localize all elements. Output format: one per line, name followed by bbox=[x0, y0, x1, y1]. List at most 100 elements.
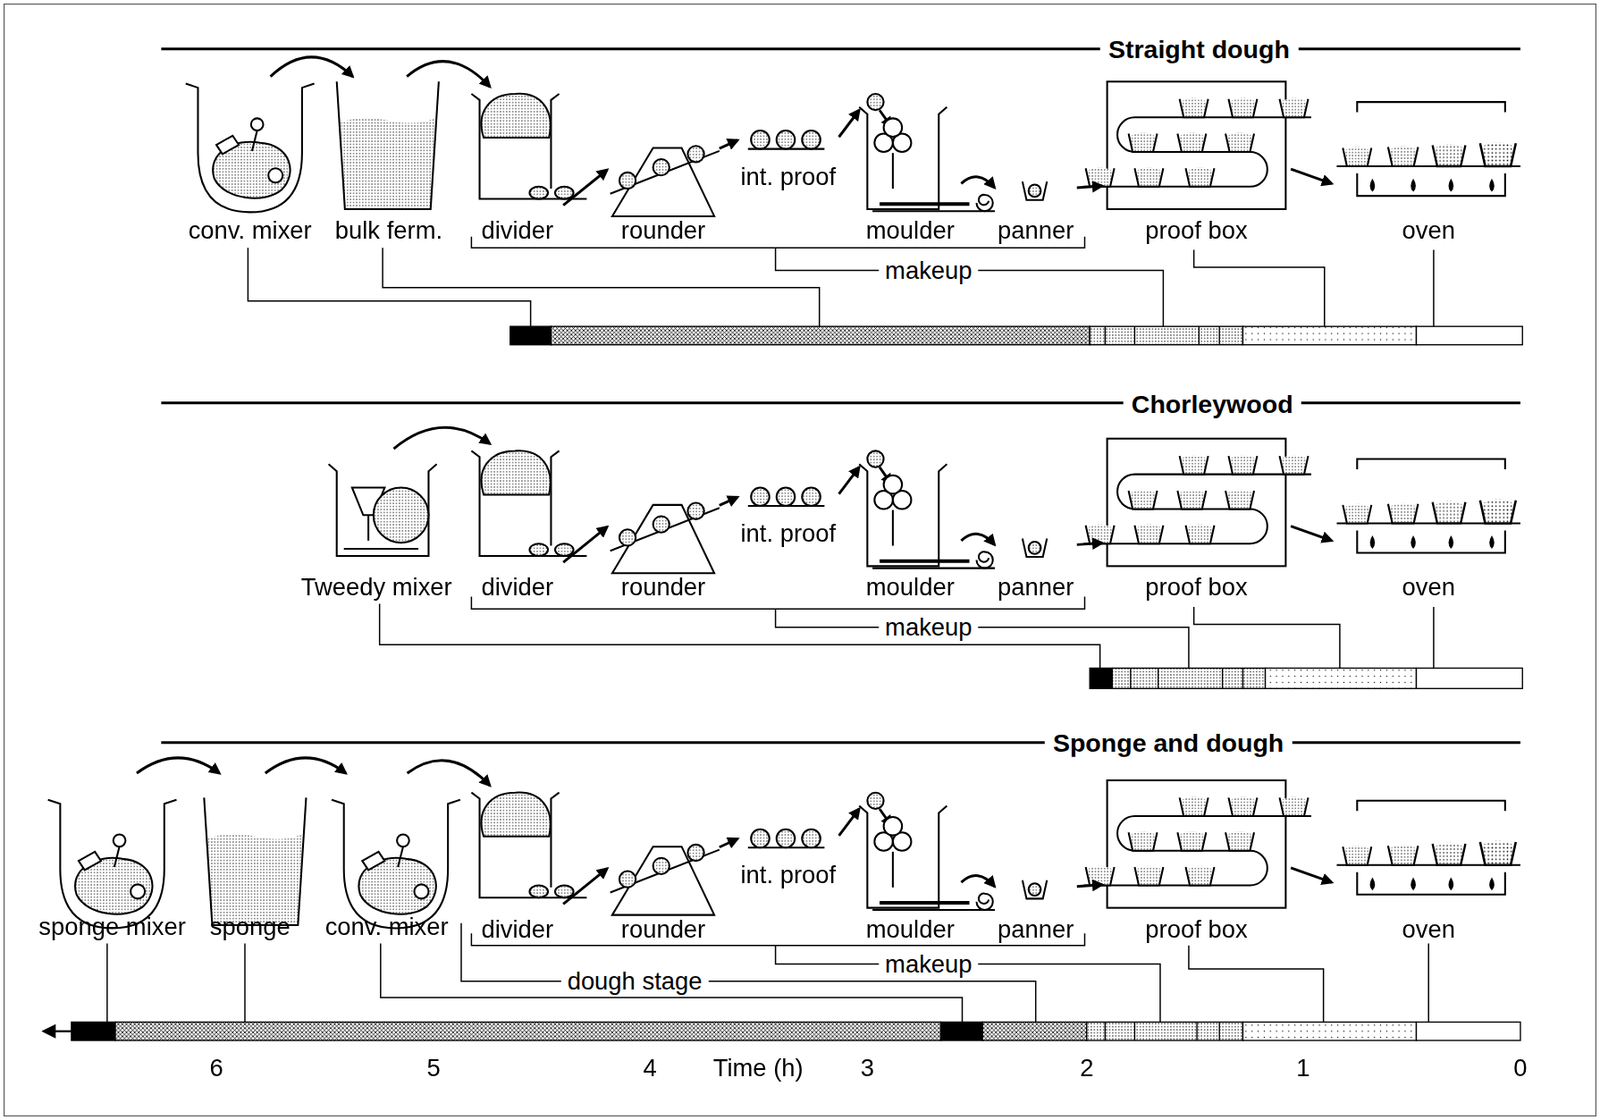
equipment-label: moulder bbox=[866, 915, 955, 944]
drawing-part bbox=[510, 326, 552, 346]
drawing-part bbox=[1242, 1021, 1416, 1041]
equipment-station: sponge mixer bbox=[30, 773, 194, 942]
drawing-part bbox=[185, 84, 315, 213]
equipment-label: conv. mixer bbox=[325, 912, 449, 942]
equipment-station: proof box bbox=[1102, 433, 1291, 602]
equipment-station: bulk ferm. bbox=[328, 76, 450, 245]
drawing-part bbox=[1427, 943, 1429, 1023]
flow-arrow bbox=[1290, 867, 1332, 883]
axis-label: 1 bbox=[1296, 1053, 1310, 1083]
drawing-part bbox=[52, 1030, 72, 1033]
equipment-label: proof box bbox=[1145, 216, 1247, 245]
drawing-part bbox=[1089, 326, 1243, 346]
drawing-part bbox=[471, 933, 1085, 946]
equipment-station: Tweedy mixer bbox=[290, 448, 463, 602]
axis-label: 5 bbox=[427, 1053, 441, 1083]
equipment-station: divider bbox=[471, 785, 564, 944]
drawing-part bbox=[244, 943, 245, 1023]
drawing-part bbox=[382, 247, 820, 327]
equipment-station: sponge bbox=[199, 773, 302, 942]
drawing-part bbox=[380, 943, 963, 1023]
drawing-part bbox=[1130, 667, 1244, 689]
drawing-part bbox=[1104, 326, 1220, 346]
section-title: Straight dough bbox=[1100, 34, 1298, 64]
drawing-part bbox=[1089, 667, 1112, 689]
flow-arrow bbox=[406, 61, 490, 87]
equipment-label: oven bbox=[1401, 915, 1455, 944]
flow-arrow bbox=[719, 140, 738, 149]
equipment-label: rounder bbox=[621, 915, 706, 944]
flow-arrow bbox=[1290, 526, 1332, 541]
drawing-part bbox=[1265, 667, 1417, 689]
equipment-station: int. proof bbox=[737, 484, 839, 548]
flow-arrow bbox=[719, 838, 738, 847]
equipment-station: oven bbox=[1331, 448, 1526, 602]
section-title: Chorleywood bbox=[1123, 389, 1302, 419]
section-title: Sponge and dough bbox=[1044, 728, 1293, 758]
equipment-label: divider bbox=[480, 915, 554, 944]
axis-label: 0 bbox=[1513, 1053, 1527, 1083]
flow-arrow bbox=[270, 57, 354, 77]
drawing-part bbox=[982, 1021, 1087, 1041]
drawing-part bbox=[550, 326, 1090, 346]
axis-label: 2 bbox=[1079, 1053, 1094, 1083]
equipment-label: int. proof bbox=[741, 519, 837, 548]
equipment-label: panner bbox=[997, 572, 1074, 602]
drawing-part bbox=[1416, 667, 1524, 689]
equipment-station: rounder bbox=[606, 494, 720, 602]
drawing-part bbox=[336, 81, 439, 210]
flow-arrow bbox=[839, 109, 860, 137]
equipment-station: rounder bbox=[606, 836, 720, 944]
drawing-part bbox=[367, 514, 370, 541]
equipment-station: oven bbox=[1331, 790, 1526, 944]
drawing-part bbox=[1104, 1021, 1220, 1041]
drawing-part bbox=[1194, 250, 1325, 328]
equipment-label: moulder bbox=[866, 216, 955, 245]
equipment-station: panner bbox=[994, 872, 1078, 944]
flow-arrow bbox=[563, 169, 607, 206]
flow-arrow bbox=[960, 875, 994, 887]
drawing-part bbox=[471, 780, 1521, 916]
flow-arrow bbox=[1077, 185, 1103, 188]
flow-arrow bbox=[1077, 884, 1103, 887]
equipment-station: conv. mixer bbox=[181, 76, 319, 245]
axis-label: 4 bbox=[643, 1053, 657, 1083]
equipment-label: rounder bbox=[621, 572, 706, 602]
flow-arrow bbox=[839, 467, 860, 495]
equipment-station: moulder bbox=[858, 448, 961, 602]
equipment-label: sponge mixer bbox=[38, 912, 186, 942]
equipment-station: moulder bbox=[858, 92, 961, 245]
drawing-part bbox=[941, 1021, 984, 1041]
drawing-part bbox=[379, 604, 1101, 669]
drawing-part bbox=[1432, 606, 1434, 668]
equipment-station: oven bbox=[1331, 92, 1526, 245]
axis-label: 3 bbox=[860, 1053, 875, 1083]
equipment-label: sponge bbox=[210, 912, 291, 942]
drawing-part bbox=[775, 608, 1189, 668]
equipment-station: moulder bbox=[858, 790, 961, 944]
drawing-part bbox=[1416, 1021, 1521, 1041]
drawing-part bbox=[1188, 945, 1324, 1023]
drawing-part bbox=[471, 597, 1085, 610]
drawing-part bbox=[1194, 606, 1340, 668]
equipment-station: divider bbox=[471, 443, 564, 602]
equipment-label: proof box bbox=[1145, 572, 1247, 602]
equipment-label: panner bbox=[997, 216, 1074, 245]
equipment-station: divider bbox=[471, 86, 564, 245]
flow-arrow bbox=[563, 868, 607, 905]
flow-arrow bbox=[1290, 168, 1332, 184]
equipment-label: int. proof bbox=[741, 860, 837, 890]
flow-arrow bbox=[136, 757, 219, 774]
equipment-station: panner bbox=[994, 530, 1078, 602]
drawing-part bbox=[775, 247, 1164, 327]
drawing-part bbox=[115, 1021, 942, 1041]
flow-arrow bbox=[393, 427, 490, 449]
drawing-part bbox=[48, 800, 177, 929]
equipment-label: divider bbox=[480, 572, 554, 602]
stage-label: dough stage bbox=[561, 967, 709, 996]
equipment-drawings bbox=[4, 4, 1597, 1117]
drawing-part bbox=[1242, 326, 1416, 346]
drawing-part bbox=[1416, 326, 1524, 346]
drawing-part bbox=[471, 81, 1521, 217]
